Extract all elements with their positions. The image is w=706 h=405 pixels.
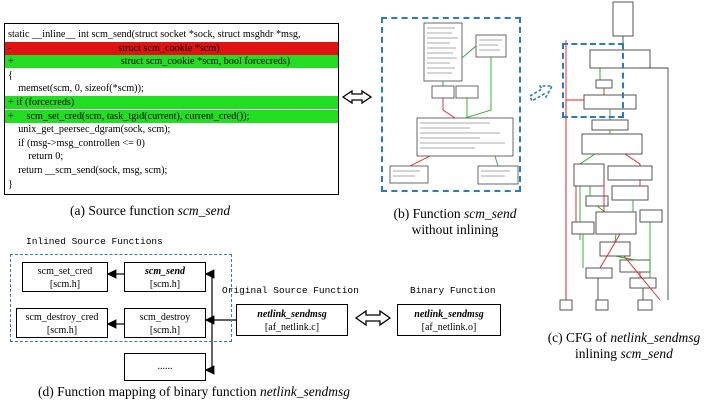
- code-line: }: [8, 178, 13, 190]
- cfg-netlink-sendmsg: [559, 1, 669, 311]
- box-scm-set-cred: scm_set_cred [scm.h]: [22, 262, 108, 292]
- code-line: if (msg->msg_controllen <= 0): [8, 137, 145, 149]
- code-line: return __scm_send(sock, msg, scm);: [8, 165, 168, 176]
- code-line: + struct scm_cookie *scm, bool forcecred…: [5, 55, 338, 69]
- cfg-b-edges: [409, 45, 499, 167]
- original-source-title: Original Source Function: [222, 285, 359, 296]
- source-code-panel: static __inline__ int scm_send(struct so…: [4, 23, 339, 195]
- caption-a: (a) Source function scm_send: [70, 203, 231, 218]
- highlight-scm-send-cfg: [381, 17, 521, 192]
- mapping-arrows: [106, 269, 236, 375]
- code-line: {: [8, 69, 13, 81]
- double-arrow-source-binary-icon: [354, 309, 392, 327]
- code-line: + if (forcecreds): [5, 96, 338, 109]
- inlined-functions-title: Inlined Source Functions: [26, 236, 163, 247]
- cfg-b-text-lines: [393, 27, 510, 177]
- highlight-inlined-region: [562, 43, 624, 118]
- binary-function-title: Binary Function: [410, 285, 496, 296]
- code-line: unix_get_peersec_dgram(sock, scm);: [8, 124, 171, 136]
- code-line: return 0;: [8, 151, 64, 163]
- double-arrow-a-b-icon: [341, 89, 373, 105]
- inlined-functions-group: [10, 254, 232, 342]
- dashed-arrow-b-c-icon: [529, 85, 554, 103]
- code-line: static __inline__ int scm_send(struct so…: [8, 29, 301, 40]
- code-line: + scm_set_cred(scm, task_tgid(current), …: [5, 109, 338, 123]
- box-netlink-binary: netlink_sendmsg [af_netlink.o]: [397, 304, 501, 336]
- box-more-functions: ......: [124, 353, 206, 381]
- box-scm-destroy: scm_destroy [scm.h]: [124, 308, 206, 338]
- code-line: memset(scm, 0, sizeof(*scm));: [8, 83, 144, 95]
- box-netlink-source: netlink_sendmsg [af_netlink.c]: [236, 304, 348, 336]
- box-scm-destroy-cred: scm_destroy_cred [scm.h]: [16, 308, 108, 338]
- caption-b: (b) Function scm_send without inlining: [393, 206, 517, 237]
- code-line: - struct scm_cookie *scm): [5, 41, 338, 55]
- box-scm-send: scm_send [scm.h]: [124, 262, 206, 292]
- caption-c: (c) CFG of netlink_sendmsg inlining scm_…: [547, 330, 701, 361]
- cfg-without-inlining: [389, 22, 519, 185]
- caption-d: (d) Function mapping of binary function …: [38, 384, 350, 399]
